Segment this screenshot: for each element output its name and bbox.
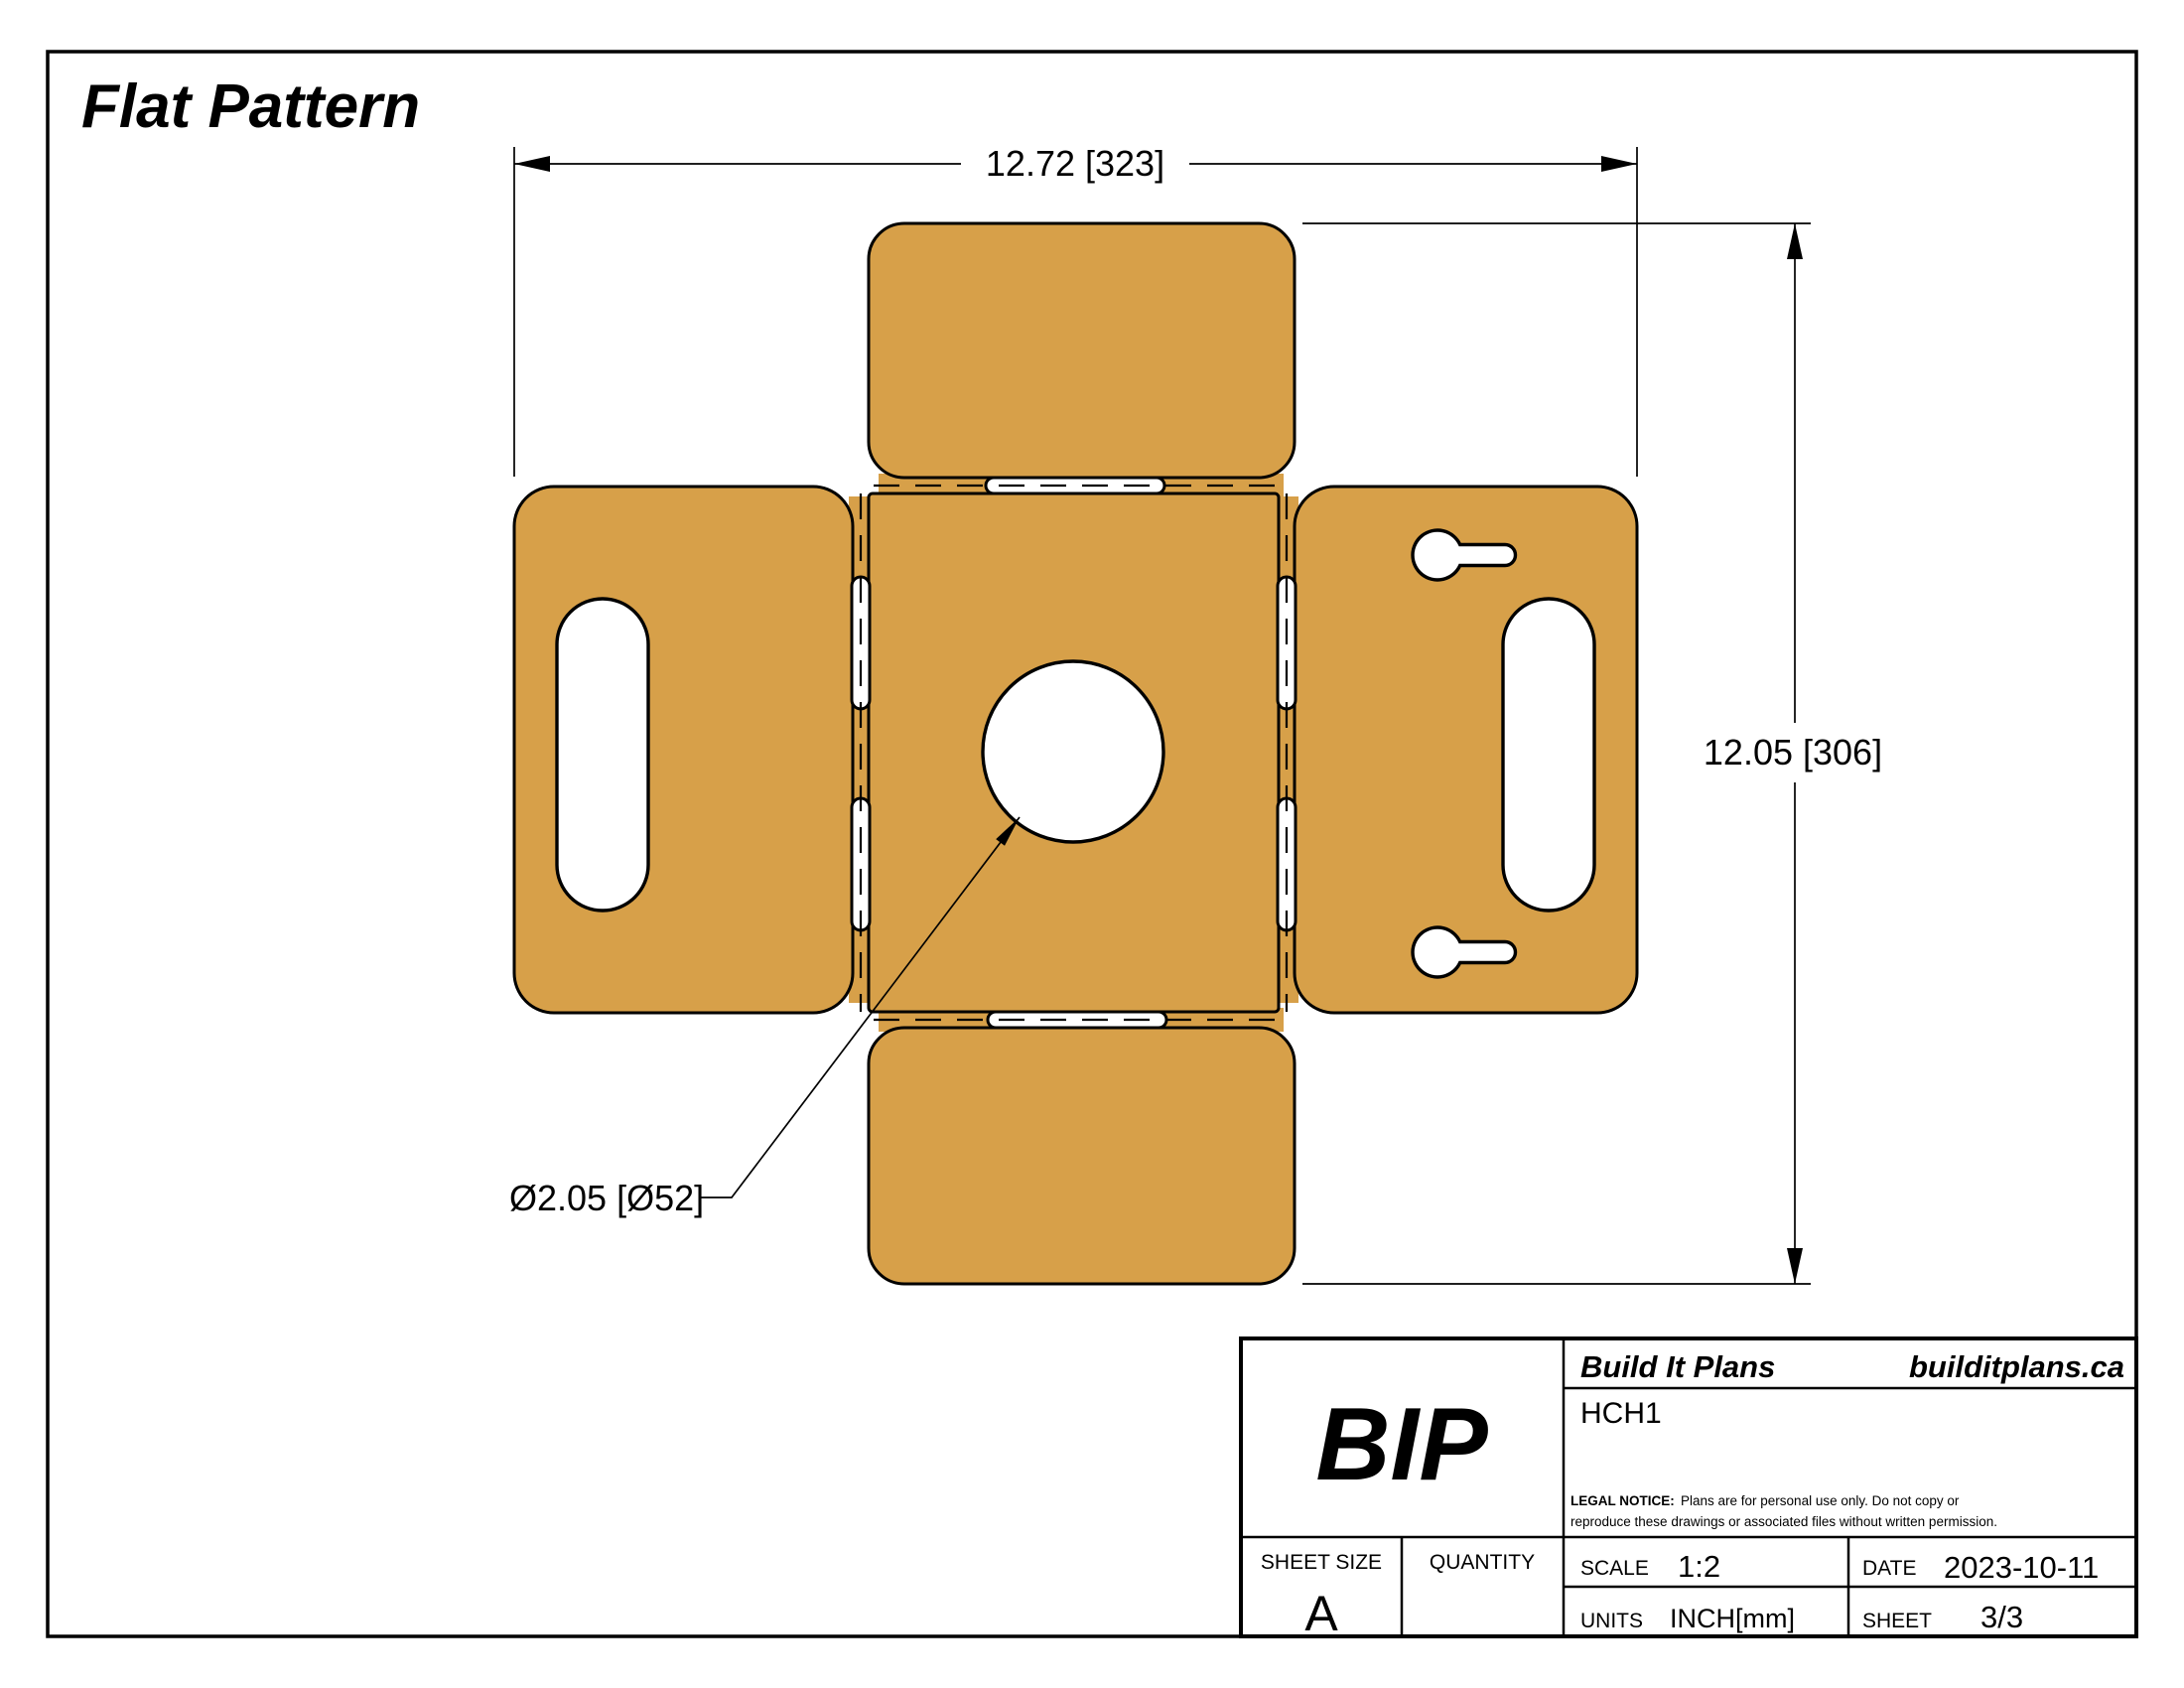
sheet-size-label: SHEET SIZE	[1261, 1551, 1382, 1574]
dimension-height-text: 12.05 [306]	[1704, 732, 1882, 773]
view-title: Flat Pattern	[81, 72, 420, 141]
quantity-label: QUANTITY	[1430, 1551, 1535, 1574]
dimension-height-arrow-top	[1787, 223, 1803, 259]
date-label: DATE	[1862, 1557, 1916, 1580]
sheet-size-value: A	[1304, 1586, 1338, 1641]
dimension-width-arrow-left	[514, 156, 550, 172]
hole-leader-arrow	[996, 817, 1020, 846]
scale-label: SCALE	[1580, 1557, 1649, 1580]
bend-slit-top	[984, 476, 1166, 495]
keyhole-slot-lower	[1411, 925, 1518, 979]
part-number: HCH1	[1580, 1397, 1662, 1430]
dimension-width-arrow-right	[1601, 156, 1637, 172]
units-label: UNITS	[1580, 1610, 1643, 1632]
bend-relief-slits	[850, 476, 1297, 1030]
oval-slot-left	[555, 597, 650, 913]
legal-notice-line1: Plans are for personal use only. Do not …	[1681, 1493, 1960, 1508]
dimension-hole-leader: Ø2.05 [Ø52]	[509, 816, 1021, 1218]
part-top-flap	[867, 221, 1297, 480]
dimension-height-extension-lines	[1302, 222, 1811, 1285]
part-bottom-flap	[867, 1026, 1297, 1286]
sheet-border	[46, 50, 2138, 1638]
oval-slot-right	[1501, 597, 1596, 913]
keyhole-slot-upper	[1411, 528, 1518, 582]
bip-logo: BIP	[1315, 1387, 1488, 1502]
legal-notice-line2: reproduce these drawings or associated f…	[1570, 1514, 1997, 1529]
hole-diameter-text: Ø2.05 [Ø52]	[509, 1178, 704, 1218]
title-block-gridlines	[1241, 1338, 2136, 1636]
dimension-width-text: 12.72 [323]	[986, 143, 1164, 184]
legal-notice-label: LEGAL NOTICE:	[1570, 1493, 1675, 1508]
title-block: BIP Build It Plans builditplans.ca HCH1 …	[1239, 1336, 2138, 1641]
center-hole	[981, 659, 1165, 844]
dimension-height: 12.05 [306]	[1302, 222, 1882, 1285]
sheet-number-label: SHEET	[1862, 1610, 1932, 1632]
units-value: INCH[mm]	[1670, 1604, 1795, 1633]
dimension-height-arrow-bottom	[1787, 1248, 1803, 1284]
company-name: Build It Plans	[1580, 1349, 1775, 1384]
sheet-number-value: 3/3	[1980, 1600, 2023, 1634]
part-cutouts	[555, 528, 1596, 979]
date-value: 2023-10-11	[1944, 1550, 2099, 1585]
dimension-width: 12.72 [323]	[513, 143, 1638, 477]
dimension-width-extension-lines	[513, 147, 1638, 477]
company-website: builditplans.ca	[1909, 1349, 2124, 1384]
hole-leader-line	[700, 816, 1021, 1198]
scale-value: 1:2	[1678, 1549, 1720, 1584]
bend-centerlines	[859, 484, 1289, 1022]
